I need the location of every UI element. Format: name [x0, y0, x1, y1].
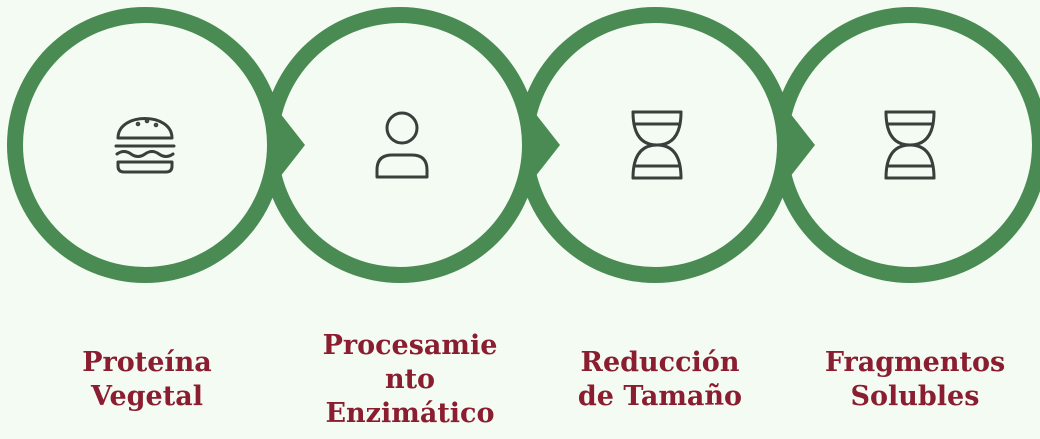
burger-icon [114, 117, 176, 174]
dna-icon [631, 110, 683, 180]
step-2-arrow-icon [531, 108, 560, 182]
step-1-label: Proteína Vegetal [82, 347, 212, 412]
step-2-label: Procesamie nto Enzimático [322, 330, 498, 429]
person-icon [375, 111, 429, 179]
step-1-arrow-icon [276, 108, 305, 182]
step-2-ring [262, 7, 560, 283]
step-3-arrow-icon [786, 108, 815, 182]
step-4-label: Fragmentos Solubles [824, 347, 1006, 412]
dna-icon [884, 110, 936, 180]
step-3-label: Reducción de Tamaño [577, 347, 743, 412]
